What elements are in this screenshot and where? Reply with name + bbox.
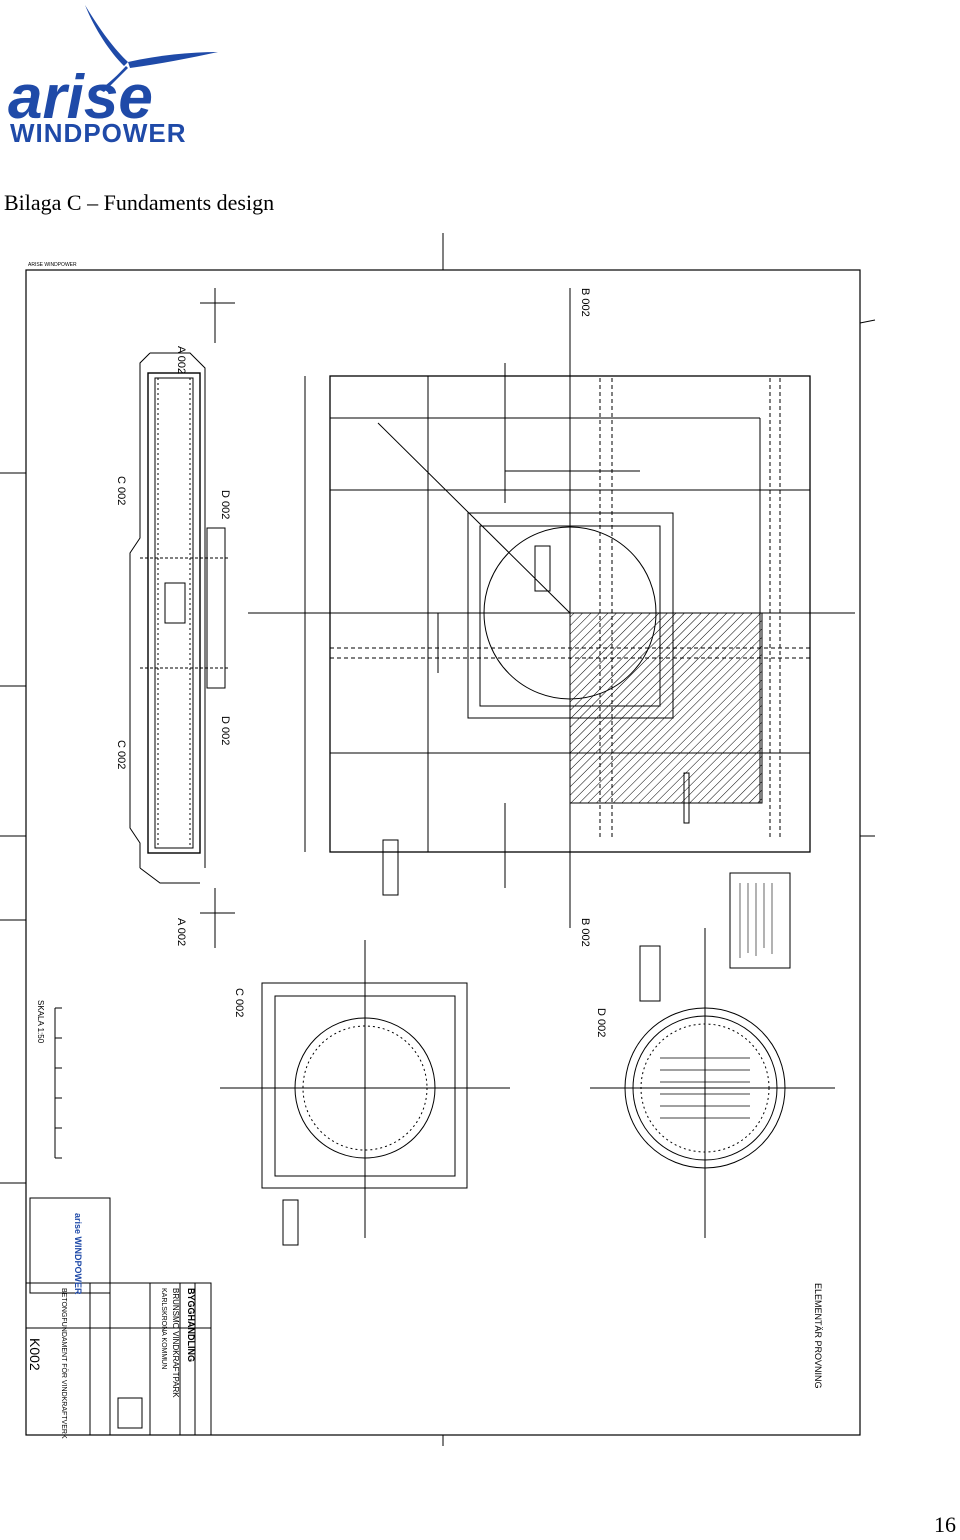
view-label-d-1: D 002	[219, 490, 231, 519]
section-mark-a-top: A 002	[175, 346, 187, 374]
logo-subword: WINDPOWER	[10, 118, 187, 148]
title-block	[25, 1197, 212, 1436]
view-label-c-1: C 002	[115, 476, 127, 505]
scale-label: SKALA 1:50	[36, 1000, 45, 1044]
wind-turbine-blade-icon	[85, 5, 128, 66]
title-block-project: BRUNSMO VINDKRAFTPARK	[171, 1288, 180, 1398]
notes-box	[729, 872, 791, 969]
title-block-company: arise WINDPOWER	[73, 1213, 83, 1295]
logo-word: arise	[8, 63, 153, 132]
section-mark-b-top: B 002	[579, 288, 591, 317]
section-mark-a-bottom: A 002	[175, 918, 187, 946]
arise-windpower-logo: arise WINDPOWER	[8, 5, 218, 148]
plan-view-c	[220, 940, 510, 1246]
drawing-sheet: ARISE WINDPOWER A 002 A 002 C 002 C 002 …	[0, 233, 876, 1446]
svg-text:ARISE WINDPOWER: ARISE WINDPOWER	[28, 262, 77, 268]
foundation-design-drawing: ARISE WINDPOWER A 002 A 002 C 002 C 002 …	[0, 228, 960, 1518]
company-logo: arise WINDPOWER	[0, 0, 260, 150]
document-title: Bilaga C – Fundaments design	[4, 190, 275, 215]
title-block-location: KARLSKRONA KOMMUN	[160, 1288, 167, 1369]
plan-view-b	[248, 288, 855, 928]
view-label-d-2: D 002	[219, 716, 231, 745]
view-label-c-plan: C 002	[233, 988, 245, 1017]
view-label-c-2: C 002	[115, 740, 127, 769]
plan-view-d	[590, 928, 835, 1238]
title-block-drawing-no: K002	[27, 1338, 43, 1371]
page-number: 16	[934, 1512, 956, 1537]
title-block-phase: BYGGHANDLING	[186, 1288, 196, 1362]
view-label-d-plan: D 002	[595, 1008, 607, 1037]
section-mark-b-bottom: B 002	[579, 918, 591, 947]
frame-ticks	[0, 233, 876, 1446]
title-block-object: BETONGFUNDAMENT FÖR VINDKRAFTVERK	[60, 1288, 68, 1439]
notes-title: ELEMENTÄR PROVNING	[813, 1283, 823, 1389]
scale-bar	[54, 1007, 62, 1159]
section-view-a	[129, 288, 235, 948]
notes-lines	[739, 883, 773, 958]
